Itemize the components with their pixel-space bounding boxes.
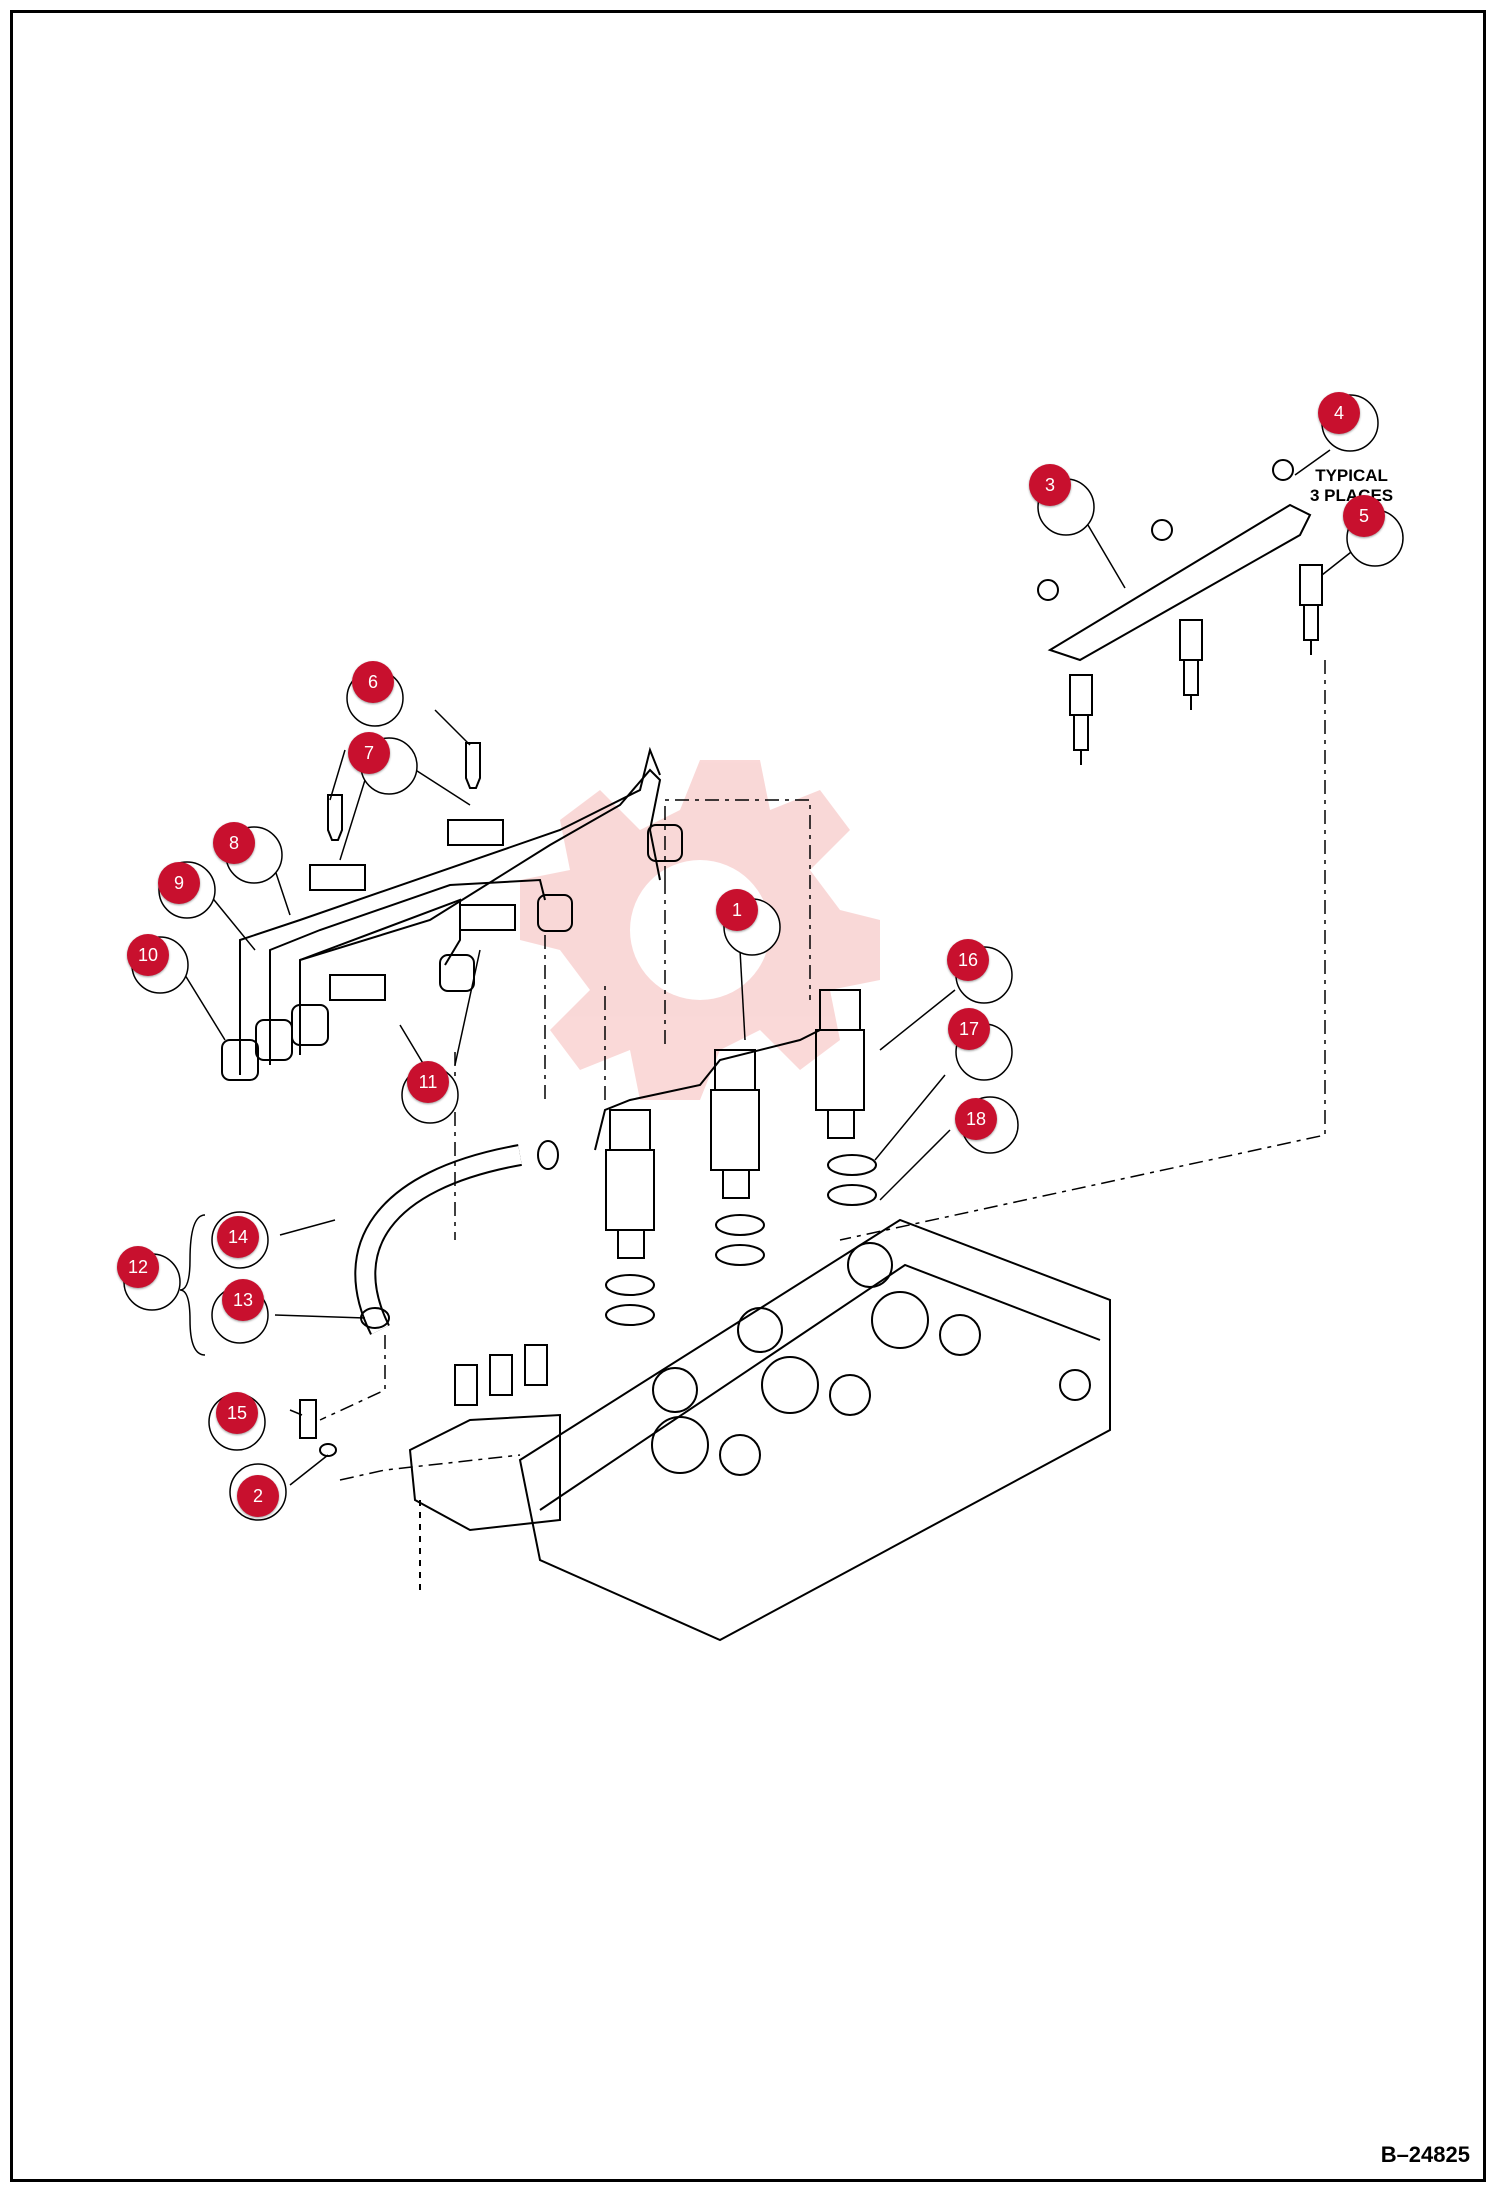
callout-3[interactable]: 3	[1029, 464, 1071, 506]
pipe-clamp-3	[459, 904, 516, 931]
glow-plug-2	[1179, 619, 1203, 710]
callout-9[interactable]: 9	[158, 862, 200, 904]
callout-8[interactable]: 8	[213, 822, 255, 864]
callout-10[interactable]: 10	[127, 934, 169, 976]
pipe-clamp-1	[309, 864, 366, 891]
injection-pipe-3	[299, 768, 662, 1055]
injector-3	[815, 989, 865, 1139]
injection-pipe-2	[269, 878, 546, 1065]
callout-17[interactable]: 17	[948, 1008, 990, 1050]
hose-clamp-upper	[537, 1140, 559, 1170]
typical-note-line-1: TYPICAL	[1315, 466, 1388, 485]
injector-2	[710, 1049, 760, 1199]
callout-16[interactable]: 16	[947, 939, 989, 981]
callout-18[interactable]: 18	[955, 1098, 997, 1140]
diagram-frame	[10, 10, 1486, 2182]
drawing-number: B–24825	[1380, 2142, 1470, 2167]
pipe-clamp-4	[329, 974, 386, 1001]
pipe-clamp-2	[447, 819, 504, 846]
injector-1	[605, 1109, 655, 1259]
callout-1[interactable]: 1	[716, 889, 758, 931]
callout-11[interactable]: 11	[407, 1061, 449, 1103]
callout-13[interactable]: 13	[222, 1279, 264, 1321]
callout-12[interactable]: 12	[117, 1246, 159, 1288]
callout-2[interactable]: 2	[237, 1475, 279, 1517]
glow-plug-bar	[1047, 503, 1312, 662]
injection-pump	[408, 1413, 561, 1532]
cylinder-head	[518, 1218, 1111, 1642]
callout-4[interactable]: 4	[1318, 392, 1360, 434]
callout-5[interactable]: 5	[1343, 495, 1385, 537]
callout-14[interactable]: 14	[217, 1216, 259, 1258]
callout-6[interactable]: 6	[352, 661, 394, 703]
callout-15[interactable]: 15	[216, 1392, 258, 1434]
glow-plug-3	[1299, 564, 1323, 655]
callout-7[interactable]: 7	[348, 732, 390, 774]
hose-fitting	[299, 1399, 317, 1439]
injection-pipe-1	[239, 746, 661, 1075]
clamp-bolt-2	[465, 742, 481, 789]
overflow-pipe	[594, 1029, 821, 1151]
clamp-bolt-1	[327, 794, 343, 841]
glow-plug-1	[1069, 674, 1093, 765]
watermark-logo	[520, 760, 880, 1100]
